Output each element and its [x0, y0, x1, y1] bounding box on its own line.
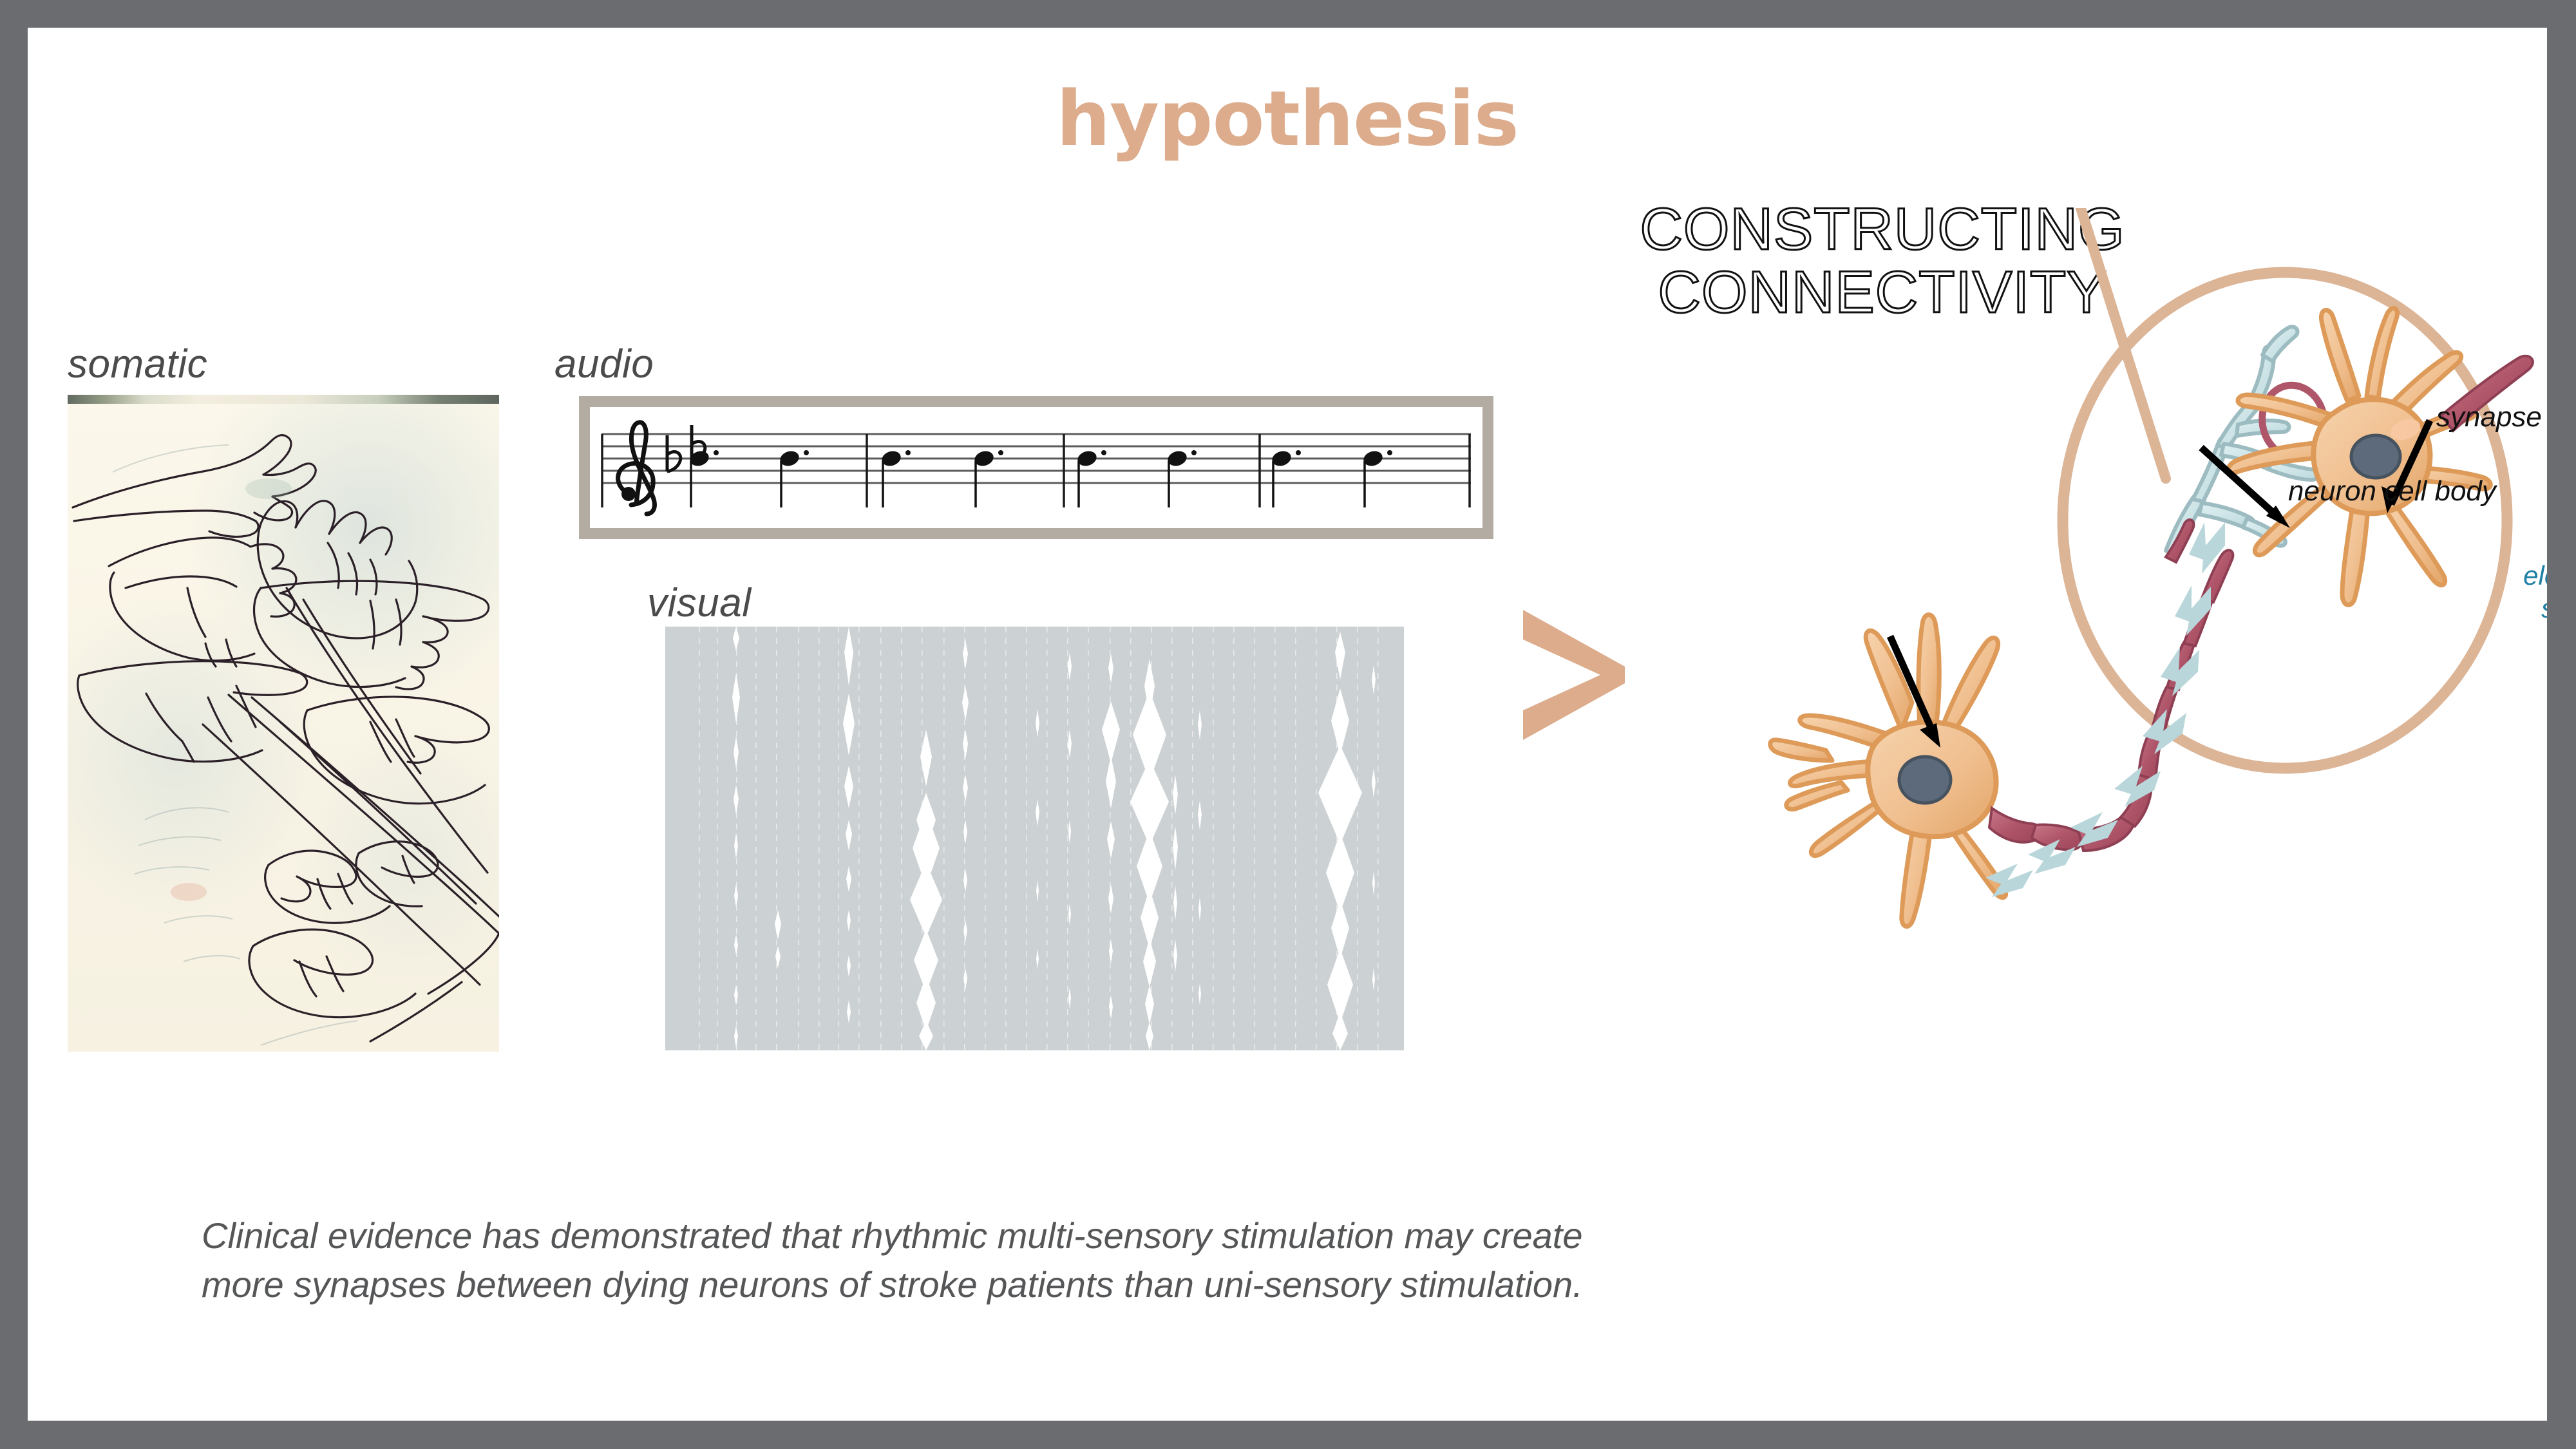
label-neuron-cell-body-bottom: neuron cell body [2288, 475, 2496, 507]
panel-label-somatic: somatic [68, 342, 208, 386]
audio-notation-sheet [590, 407, 1482, 528]
neuron-lower-left [1768, 549, 2235, 929]
label-electrical-signal-line-2: signal [2541, 593, 2547, 623]
diagram-heading: CONSTRUCTING CONNECTIVITY [1554, 196, 2211, 325]
neuron-illustration [1768, 208, 2534, 929]
pointer-arrows [1886, 419, 2433, 748]
sketch-top-edge-smudge [68, 395, 499, 404]
label-synapse: synapse [2436, 401, 2542, 433]
label-electrical-signal-line-1: electrical [2523, 560, 2547, 591]
greater-than-symbol [1519, 607, 1629, 743]
slide-caption: Clinical evidence has demonstrated that … [202, 1211, 1876, 1309]
label-electrical-signal: electrical signal [2512, 559, 2547, 625]
music-staff [601, 420, 1471, 516]
caption-line-1: Clinical evidence has demonstrated that … [202, 1215, 1583, 1256]
electrical-signal-arrows [1985, 522, 2225, 897]
slide-canvas: hypothesis somatic [28, 28, 2547, 1421]
greater-than-icon [1523, 610, 1625, 740]
somatic-hand-sketch-image [68, 395, 499, 1052]
caption-line-2: more synapses between dying neurons of s… [202, 1264, 1583, 1305]
hand-sketch-lines [71, 434, 499, 1046]
page-title: hypothesis [1056, 74, 1519, 163]
diagram-heading-line-1: CONSTRUCTING [1639, 196, 2125, 262]
diagram-heading-line-2: CONNECTIVITY [1657, 259, 2107, 325]
spectrogram-streaks [665, 627, 1404, 1050]
neuron-upper-right [2164, 306, 2534, 607]
audio-notation-frame [579, 396, 1493, 539]
nucleus [1897, 755, 1953, 805]
panel-label-audio: audio [554, 342, 654, 386]
visual-spectrogram-panel [665, 627, 1404, 1050]
panel-label-visual: visual [647, 581, 752, 625]
nucleus [2349, 433, 2402, 480]
neuron-connectivity-diagram: synapse neuron cell body neuron cell bod… [1715, 208, 2547, 1071]
